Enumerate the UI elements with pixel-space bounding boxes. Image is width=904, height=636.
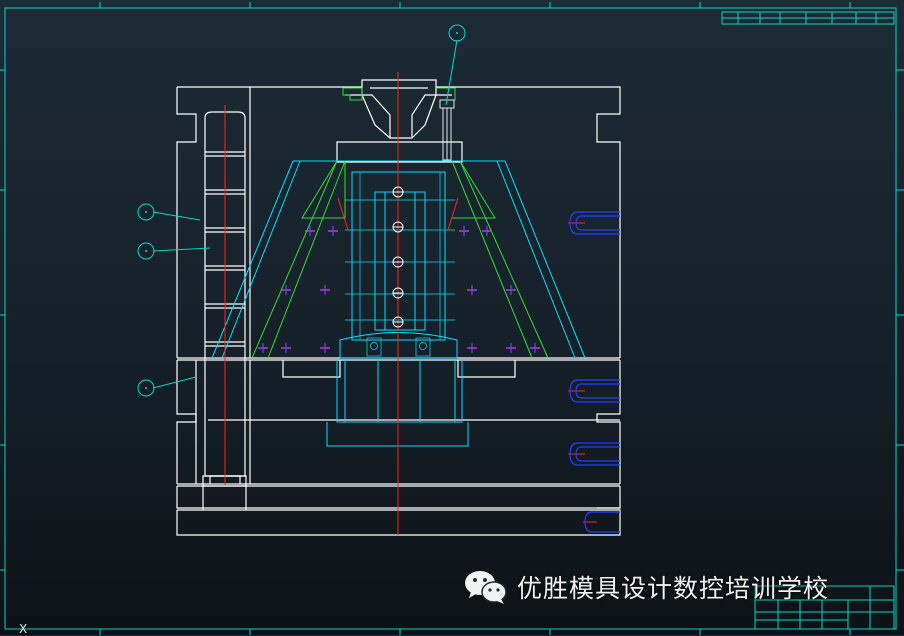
cooling-channels [569, 211, 620, 533]
cooling-marker [258, 343, 268, 353]
title-block [754, 585, 895, 630]
cooling-marker [281, 285, 291, 295]
cooling-marker [506, 343, 516, 353]
cooling-marker [530, 343, 540, 353]
cooling-marker [305, 226, 315, 236]
revision-table [721, 11, 895, 25]
ucs-axis-label: X [19, 622, 28, 636]
cooling-marker [281, 343, 291, 353]
cooling-marker [482, 226, 492, 236]
watermark: 优胜模具设计数控培训学校 [463, 568, 829, 606]
balloon-4 [137, 379, 155, 397]
watermark-text: 优胜模具设计数控培训学校 [517, 574, 830, 603]
cooling-marker [506, 285, 516, 295]
sprue-bushing [336, 79, 463, 163]
cooling-marker [320, 285, 330, 295]
angled-slider [251, 87, 549, 359]
cooling-marker [328, 226, 338, 236]
cooling-marker [320, 343, 330, 353]
balloon-2 [137, 203, 155, 221]
cooling-marker [467, 343, 477, 353]
balloon-3 [137, 242, 155, 260]
support-bolt [439, 99, 455, 161]
leaders [152, 39, 458, 389]
centerlines [224, 72, 597, 535]
balloon-1 [448, 24, 466, 42]
cooling-markers [258, 226, 540, 353]
cooling-marker [467, 285, 477, 295]
ejector-pin-heads [392, 186, 404, 328]
wechat-icon [465, 571, 507, 604]
core-detail [345, 172, 455, 357]
cooling-marker [459, 226, 469, 236]
cavity-insert [211, 160, 586, 447]
